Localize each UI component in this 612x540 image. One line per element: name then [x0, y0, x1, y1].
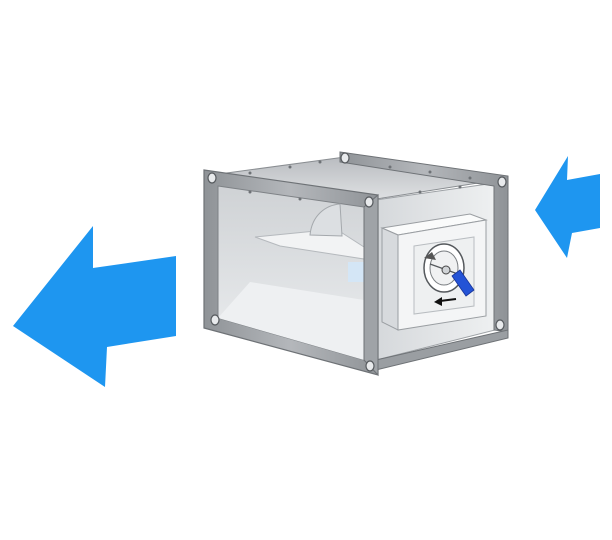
damper-blade-light: [348, 262, 364, 282]
airflow-arrow-right-icon: [535, 156, 600, 258]
actuator-left-face: [381, 227, 399, 331]
airflow-arrow-left-icon: [13, 226, 176, 387]
rotation-arrow-icon: [434, 297, 457, 306]
bolt: [497, 176, 507, 188]
bolt: [340, 152, 350, 164]
actuator-box: [380, 213, 488, 331]
front-flange-right-bar: [363, 193, 379, 377]
bolt: [495, 319, 505, 331]
bolt: [364, 196, 374, 208]
bolt: [207, 172, 217, 184]
actuator-dial: [423, 243, 465, 293]
duct-inner-floor-view: [218, 282, 364, 360]
flange-bolts: [207, 152, 507, 372]
flange-holes: [248, 160, 472, 201]
bolt: [210, 314, 220, 326]
rear-flange: [339, 151, 509, 333]
damper-blade-curve: [309, 203, 343, 237]
actuator-handle-icon: [451, 269, 475, 297]
bolt: [365, 360, 375, 372]
